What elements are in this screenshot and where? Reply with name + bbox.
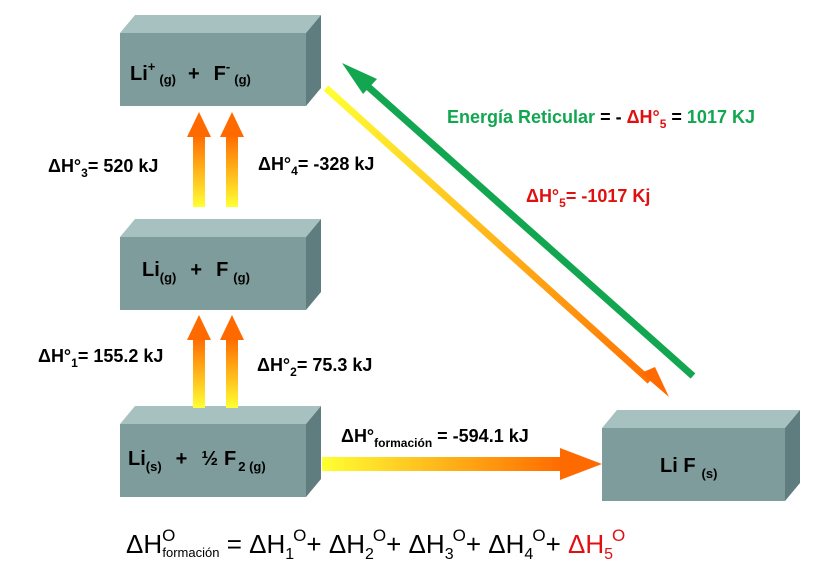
label-dh2: ΔH°2= 75.3 kJ [257,355,372,379]
svg-text:Li(g)+F(g): Li(g)+F(g) [142,259,250,285]
label-dh1: ΔH°1= 155.2 kJ [38,346,163,370]
arrow-step-5-diagonal [323,85,669,397]
svg-text:Li(s)+½F2 (g): Li(s)+½F2 (g) [128,448,266,474]
label-dh5: ΔH°5= -1017 Kj [526,186,650,210]
label-dh3: ΔH°3= 520 kJ [48,156,158,180]
box-product-lif: Li F(s) [602,410,800,501]
arrow-step-1 [187,315,211,408]
ion-li-symbol: Li [130,63,148,85]
label-formation: ΔH°formación = -594.1 kJ [341,426,529,450]
svg-text:Li F(s): Li F(s) [660,455,717,481]
label-lattice-energy: Energía Reticular = - ΔH°5 = 1017 KJ [447,107,755,131]
arrow-formation [322,448,602,480]
arrow-step-2 [220,315,244,408]
box-gaseous-ions: Li+(g)+F-(g) [120,15,321,106]
label-dh4: ΔH°4= -328 kJ [258,154,374,178]
arrow-lattice-energy [342,63,696,379]
box-gaseous-atoms: Li(g)+F(g) [120,219,321,310]
svg-text:Li+(g)+F-(g): Li+(g)+F-(g) [130,59,251,87]
arrow-step-4 [220,112,244,207]
arrow-step-3 [187,112,211,207]
